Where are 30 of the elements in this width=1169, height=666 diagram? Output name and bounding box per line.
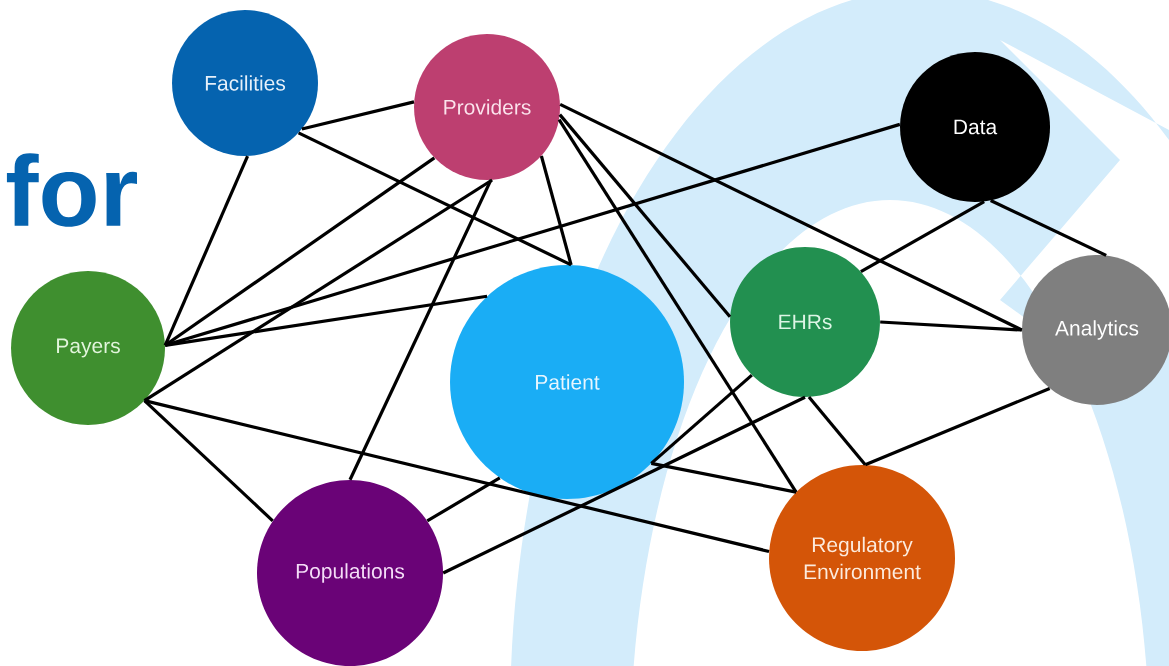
connector-line [860,200,985,274]
connector-line [442,395,806,575]
connector-line [163,155,250,346]
connector-line [539,155,573,266]
connector-line [864,386,1051,467]
connector-line [164,294,488,347]
connector-line [297,131,572,267]
connector-line [880,320,1022,332]
connector-line [989,199,1107,257]
connector-line [426,476,501,523]
circle-node: Patient [450,265,684,499]
connector-line [558,113,732,318]
connector-line [144,399,770,554]
circle-node: Providers [414,34,560,180]
connector-line [557,118,798,493]
circle-node: Facilities [172,10,318,156]
connector-line [348,179,493,481]
circle-node: Data [900,52,1050,202]
connector-line [650,373,753,465]
circle-node: Populations [257,480,443,666]
circle-node: Payers [11,271,165,425]
circle-node: EHRs [730,247,880,397]
title-text: for [6,153,137,227]
connector-line [164,156,436,347]
connector-line [143,178,493,402]
connector-line [651,461,797,494]
connector-line [301,100,415,131]
circle-node: Regulatory Environment [769,465,955,651]
connector-line [143,399,274,523]
connector-line [807,396,867,466]
